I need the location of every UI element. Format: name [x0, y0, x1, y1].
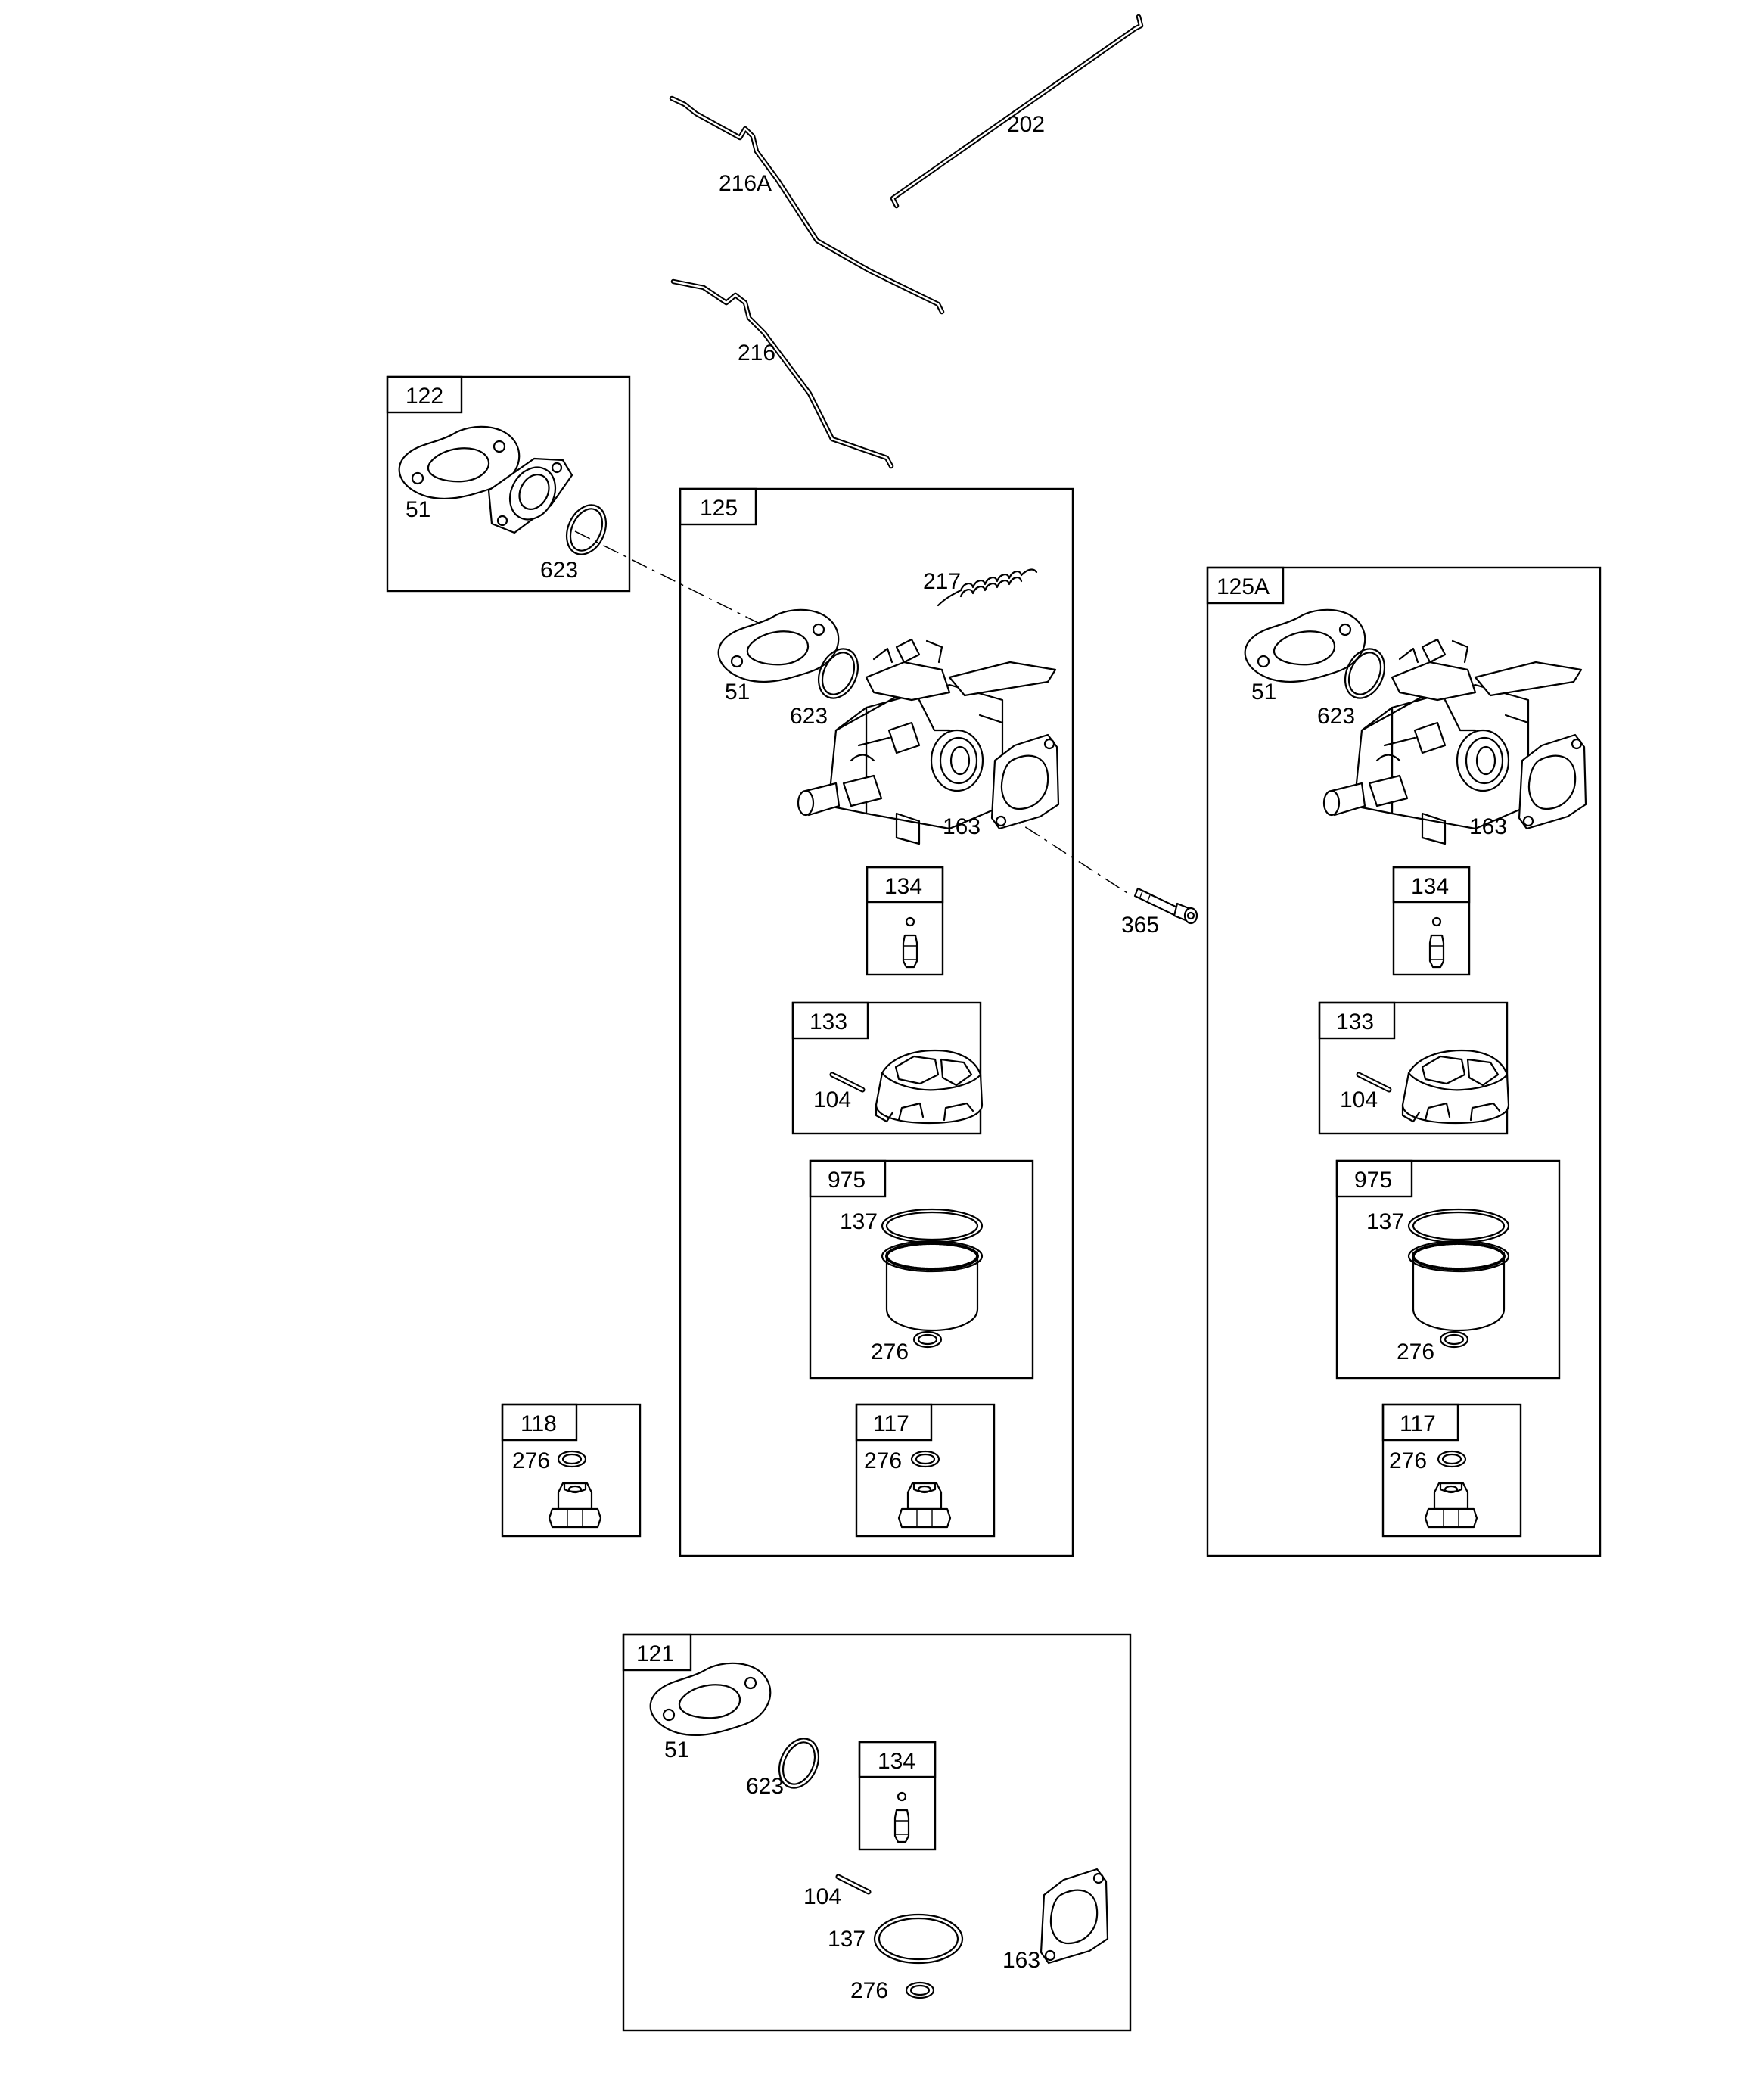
washer-276 [905, 1981, 935, 1999]
label-51: 51 [664, 1738, 689, 1762]
washer-276 [1437, 1450, 1467, 1468]
label-216a: 216A [719, 171, 772, 196]
float-needle [893, 1791, 910, 1843]
float-kit-133: 133 104 [1318, 1001, 1510, 1135]
needle-kit-134-header: 134 [878, 1749, 915, 1774]
label-276: 276 [1397, 1339, 1434, 1364]
kit-118-header: 118 [521, 1411, 557, 1436]
oring-623 [558, 498, 614, 562]
gasket-163 [1040, 1868, 1109, 1965]
gasket-163 [1518, 733, 1587, 830]
needle-kit-134: 134 [866, 866, 944, 976]
label-51: 51 [725, 680, 750, 705]
kit-121: 121 51 623 134 104 137 276 163 [622, 1633, 1132, 2032]
float [875, 1049, 984, 1125]
nut-kit-117: 117 276 [1381, 1403, 1522, 1538]
bowl-kit-975-header: 975 [1354, 1168, 1392, 1193]
rod-216: 216 [670, 278, 894, 469]
float-needle [902, 916, 918, 969]
washer-276 [910, 1450, 940, 1468]
label-276: 276 [864, 1448, 902, 1473]
kit-122: 122 51 623 [386, 375, 631, 593]
fuel-bowl [881, 1208, 984, 1332]
label-365: 365 [1121, 913, 1159, 938]
needle-kit-134: 134 [1392, 866, 1471, 976]
float-kit-133: 133 104 [791, 1001, 984, 1135]
label-276: 276 [850, 1978, 888, 2003]
washer-276 [1439, 1330, 1469, 1349]
label-137: 137 [840, 1209, 878, 1234]
gasket-51 [649, 1662, 772, 1737]
label-217: 217 [923, 569, 961, 594]
kit-118: 118 276 [501, 1403, 642, 1538]
label-623: 623 [746, 1774, 784, 1799]
kit-121-header: 121 [636, 1641, 674, 1666]
float-kit-133-header: 133 [810, 1010, 847, 1034]
rod-216a: 216A [669, 95, 945, 315]
bowl-gasket-137 [873, 1913, 964, 1965]
label-163: 163 [943, 814, 981, 839]
nut-kit-117-header: 117 [873, 1411, 909, 1436]
bowl-nut [897, 1482, 952, 1529]
washer-276 [912, 1330, 943, 1349]
kit-125: 125 217 51 623 163 134 133 104 [679, 487, 1074, 1557]
nut-kit-117-header: 117 [1400, 1411, 1436, 1436]
label-104: 104 [813, 1087, 851, 1112]
fuel-bowl [1407, 1208, 1510, 1332]
label-276: 276 [512, 1448, 550, 1473]
bowl-kit-975: 975 137 276 [809, 1159, 1034, 1380]
nut-kit-117: 117 276 [855, 1403, 996, 1538]
label-137: 137 [1366, 1209, 1404, 1234]
label-104: 104 [803, 1884, 841, 1909]
label-623: 623 [790, 704, 828, 729]
needle-kit-134-header: 134 [1411, 874, 1449, 899]
needle-kit-134: 134 [858, 1741, 937, 1851]
float [1401, 1049, 1510, 1125]
label-137: 137 [828, 1927, 866, 1952]
label-104: 104 [1340, 1087, 1378, 1112]
float-needle [1428, 916, 1445, 969]
kit-122-header: 122 [406, 384, 443, 409]
label-623: 623 [540, 558, 578, 583]
adapter-flange [487, 457, 573, 534]
needle-kit-134-header: 134 [884, 874, 922, 899]
label-163: 163 [1469, 814, 1507, 839]
kit-125a-header: 125A [1217, 574, 1270, 599]
label-51: 51 [1251, 680, 1276, 705]
bowl-kit-975-header: 975 [828, 1168, 866, 1193]
washer-276 [557, 1450, 587, 1468]
center-line-lower [998, 809, 1128, 894]
label-163: 163 [1002, 1948, 1040, 1973]
bowl-nut [1424, 1482, 1478, 1529]
label-51: 51 [406, 497, 430, 522]
label-276: 276 [1389, 1448, 1427, 1473]
kit-125-header: 125 [700, 496, 738, 521]
label-202: 202 [1007, 112, 1045, 137]
label-276: 276 [871, 1339, 909, 1364]
bowl-kit-975: 975 137 276 [1335, 1159, 1561, 1380]
label-216: 216 [738, 341, 775, 366]
bowl-nut [548, 1482, 602, 1529]
rod-202: 202 [890, 14, 1144, 209]
kit-125a: 125A 51 623 163 134 133 104 975 137 [1206, 566, 1602, 1557]
float-kit-133-header: 133 [1336, 1010, 1374, 1034]
pin-104 [838, 1877, 869, 1892]
label-623: 623 [1317, 704, 1355, 729]
